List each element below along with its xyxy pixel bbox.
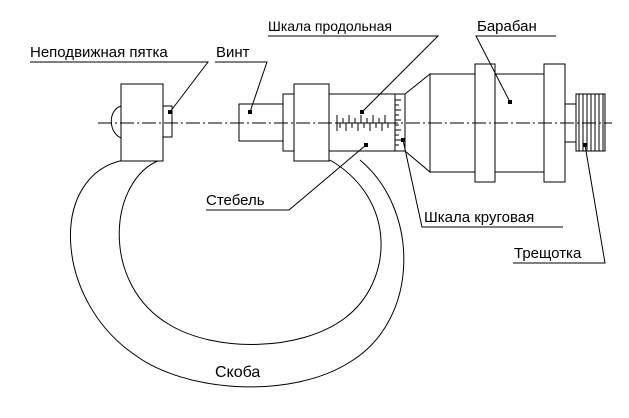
label-frame: Скоба <box>215 364 260 381</box>
label-thimble: Барабан <box>477 18 537 35</box>
frame-outer <box>70 159 405 388</box>
circular-scale-ticks <box>395 99 401 146</box>
leader-lines <box>30 35 606 264</box>
anvil-rounded-back <box>110 105 122 139</box>
label-fixed-anvil: Неподвижная пятка <box>30 44 168 61</box>
label-linear-scale: Шкала продольная <box>268 18 392 34</box>
frame-inner <box>118 159 382 345</box>
label-circular-scale: Шкала круговая <box>424 209 534 226</box>
label-spindle: Винт <box>216 44 250 61</box>
label-sleeve: Стебель <box>206 192 265 209</box>
label-ratchet: Трещотка <box>514 245 582 262</box>
anvil-face <box>162 105 173 138</box>
